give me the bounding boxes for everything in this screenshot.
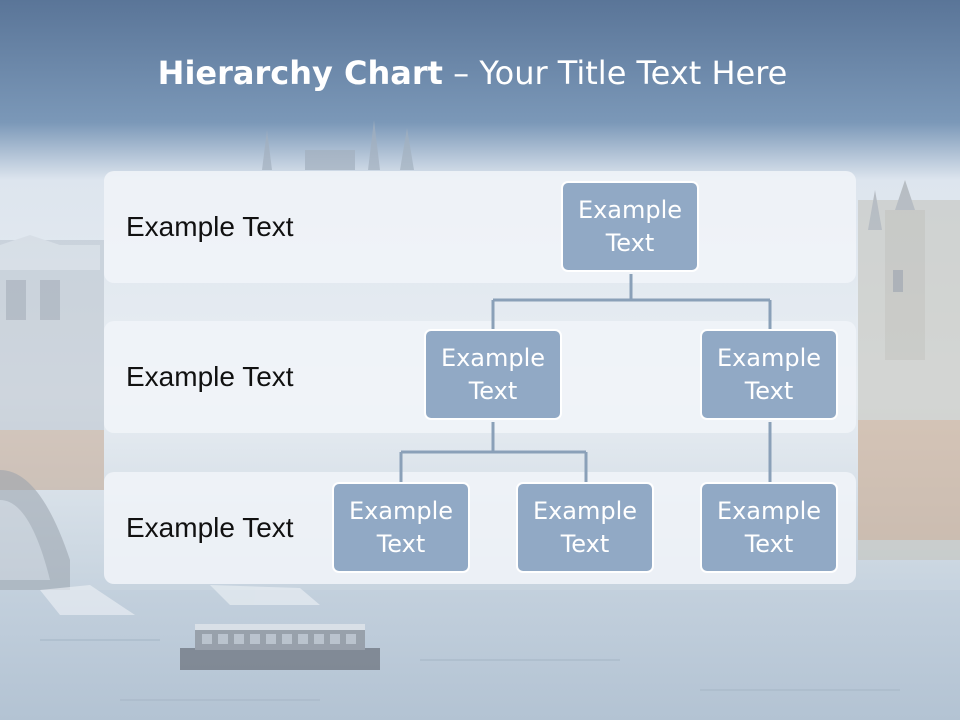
connector-left	[399, 422, 588, 482]
slide-title: Hierarchy Chart – Your Title Text Here	[0, 54, 945, 92]
level-label-3: Example Text	[126, 512, 294, 543]
level-label-1: Example Text	[126, 211, 294, 242]
node-level3-middle[interactable]: Example Text	[516, 482, 654, 573]
title-rest: Your Title Text Here	[479, 54, 788, 92]
node-level2-right[interactable]: Example Text	[700, 329, 838, 420]
node-level3-right[interactable]: Example Text	[700, 482, 838, 573]
node-level2-left[interactable]: Example Text	[424, 329, 562, 420]
level-band-1: Example Text	[104, 171, 856, 283]
node-level3-left[interactable]: Example Text	[332, 482, 470, 573]
level-label-2: Example Text	[126, 361, 294, 392]
title-dash: –	[442, 54, 480, 92]
connector-root	[491, 274, 772, 330]
title-bold: Hierarchy Chart	[157, 54, 443, 92]
node-root[interactable]: Example Text	[561, 181, 699, 272]
